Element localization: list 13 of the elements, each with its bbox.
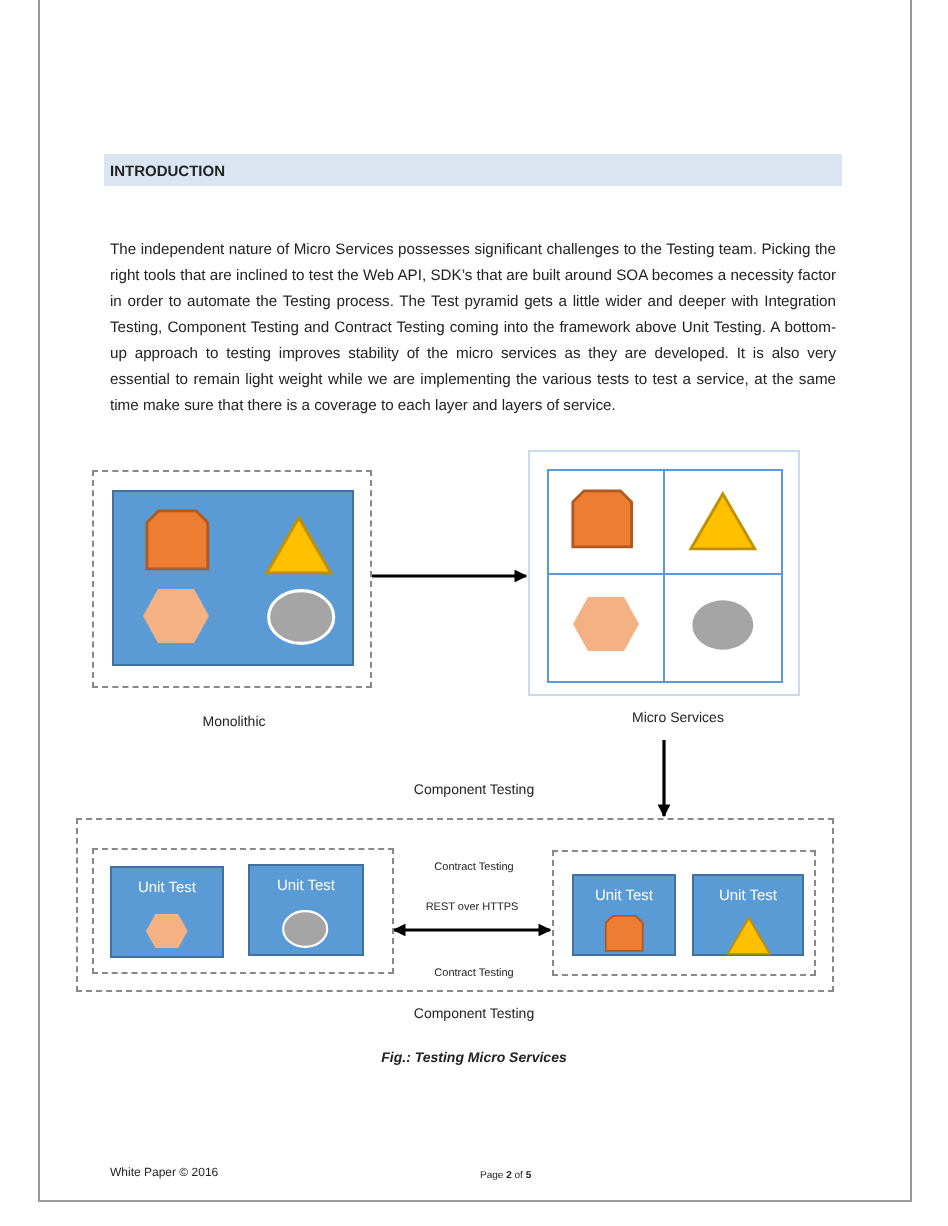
- dashed-frame: [92, 848, 394, 974]
- arrow: [372, 569, 528, 583]
- dashed-frame: [552, 850, 816, 976]
- arrow: [657, 740, 671, 818]
- dashed-frame: [76, 818, 834, 992]
- dashed-frame: [92, 470, 372, 688]
- unit-test-box: [110, 866, 224, 958]
- unit-test-box: [692, 874, 804, 956]
- application-panel: [112, 490, 354, 666]
- unit-test-box: [248, 864, 364, 956]
- service-frame: [528, 450, 800, 696]
- arrow: [392, 923, 552, 937]
- unit-test-box: [572, 874, 676, 956]
